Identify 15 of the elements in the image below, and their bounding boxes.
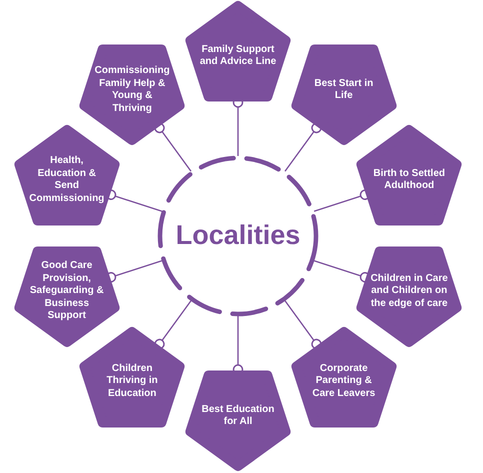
center-title: Localities	[176, 219, 300, 252]
pentagon-label: Best Start in Life	[313, 78, 374, 103]
pentagon-label: Commissioning Family Help & Young & Thriving	[94, 65, 171, 116]
pentagon-label: Best Education for All	[200, 404, 276, 428]
connector-line	[154, 122, 192, 172]
pentagon-label: Health, Education & Send Commissioning	[28, 155, 106, 206]
pentagon-label: Birth to Settled Adulthood	[372, 168, 446, 193]
pentagon-label: Family Support and Advice Line	[199, 44, 277, 68]
pentagon-label: Children in Care and Children on the edge of care	[370, 272, 448, 310]
pentagon-label: Children Thriving in Education	[106, 362, 159, 400]
connector-line	[284, 300, 322, 350]
pentagon-label: Good Care Provision, Safeguarding & Business Support	[28, 260, 105, 323]
connector-line	[284, 122, 322, 172]
connector-line	[154, 300, 192, 350]
pentagon-label: Corporate Parenting & Care Leavers	[311, 362, 376, 400]
